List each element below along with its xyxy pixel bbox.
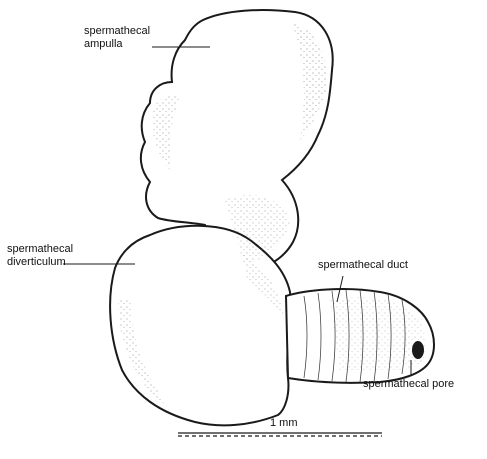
label-diverticulum: spermathecal diverticulum <box>7 243 73 269</box>
pore-opening <box>412 341 424 359</box>
label-diverticulum-line1: spermathecal <box>7 243 73 256</box>
scale-bar <box>178 433 382 436</box>
label-duct: spermathecal duct <box>318 259 408 272</box>
label-ampulla: spermathecal ampulla <box>84 25 150 51</box>
label-ampulla-line2: ampulla <box>84 38 150 51</box>
scale-bar-label: 1 mm <box>270 417 298 430</box>
label-pore: spermathecal pore <box>363 378 454 391</box>
label-ampulla-line1: spermathecal <box>84 25 150 38</box>
label-diverticulum-line2: diverticulum <box>7 256 73 269</box>
